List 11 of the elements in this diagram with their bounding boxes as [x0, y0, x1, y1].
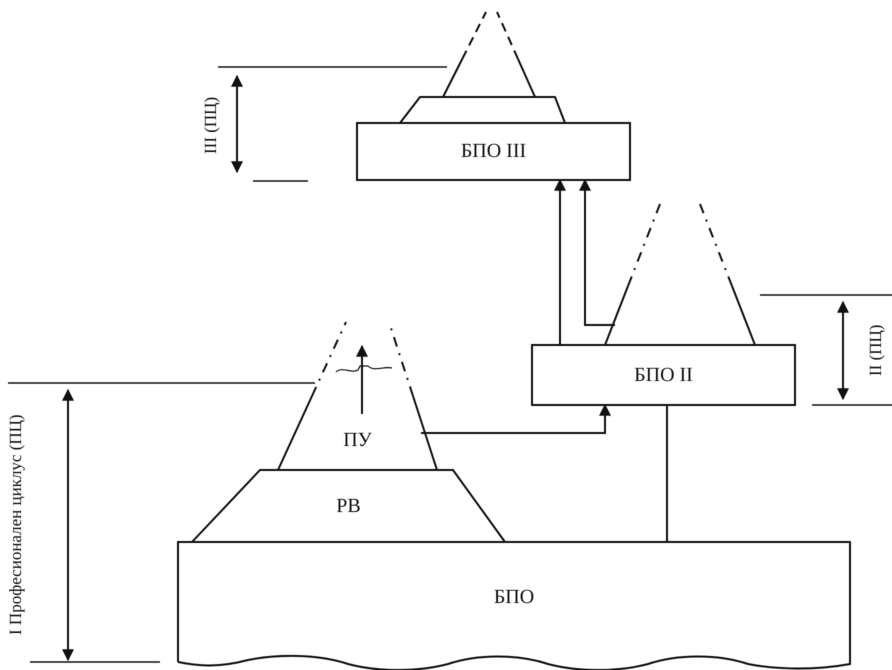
dimension-label: I Професионален циклус (ПЦ) [6, 414, 26, 638]
connector-line [666, 405, 668, 542]
dimension-label: II (ПЦ) [866, 323, 886, 378]
arrow [554, 178, 566, 345]
base-block: БПО [178, 542, 850, 670]
process-box: БПО III [357, 123, 630, 180]
arrow [421, 404, 611, 434]
dimension-label: III (ПЦ) [201, 95, 221, 156]
trapezoid-shape [398, 97, 567, 123]
arrow [579, 178, 615, 326]
process-box: БПО II [532, 345, 795, 405]
